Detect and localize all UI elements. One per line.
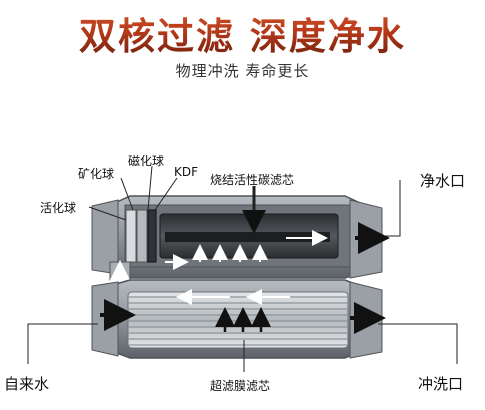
headline-title: 双核过滤 深度净水 bbox=[0, 6, 485, 60]
headline-subtitle: 物理冲洗 寿命更长 bbox=[175, 62, 310, 80]
upper-flow-arrows bbox=[165, 230, 328, 270]
label-activated-ball: 活化球 bbox=[40, 201, 77, 215]
media-zone bbox=[125, 209, 157, 263]
label-mineral-ball: 矿化球 bbox=[78, 167, 115, 181]
label-kdf: KDF bbox=[174, 165, 199, 179]
label-carbon-core: 烧结活性碳滤芯 bbox=[210, 173, 295, 187]
leader-lines bbox=[27, 165, 458, 372]
label-magnetic-ball: 磁化球 bbox=[128, 154, 165, 168]
carbon-core bbox=[159, 213, 339, 259]
uf-membrane-core bbox=[127, 291, 349, 349]
lower-flow-arrows bbox=[215, 307, 271, 332]
label-pure-water-outlet: 净水口 bbox=[420, 172, 466, 190]
label-flush-outlet: 冲洗口 bbox=[418, 375, 464, 393]
label-uf-core: 超滤膜滤芯 bbox=[210, 379, 271, 393]
label-tap-water: 自来水 bbox=[4, 375, 50, 393]
